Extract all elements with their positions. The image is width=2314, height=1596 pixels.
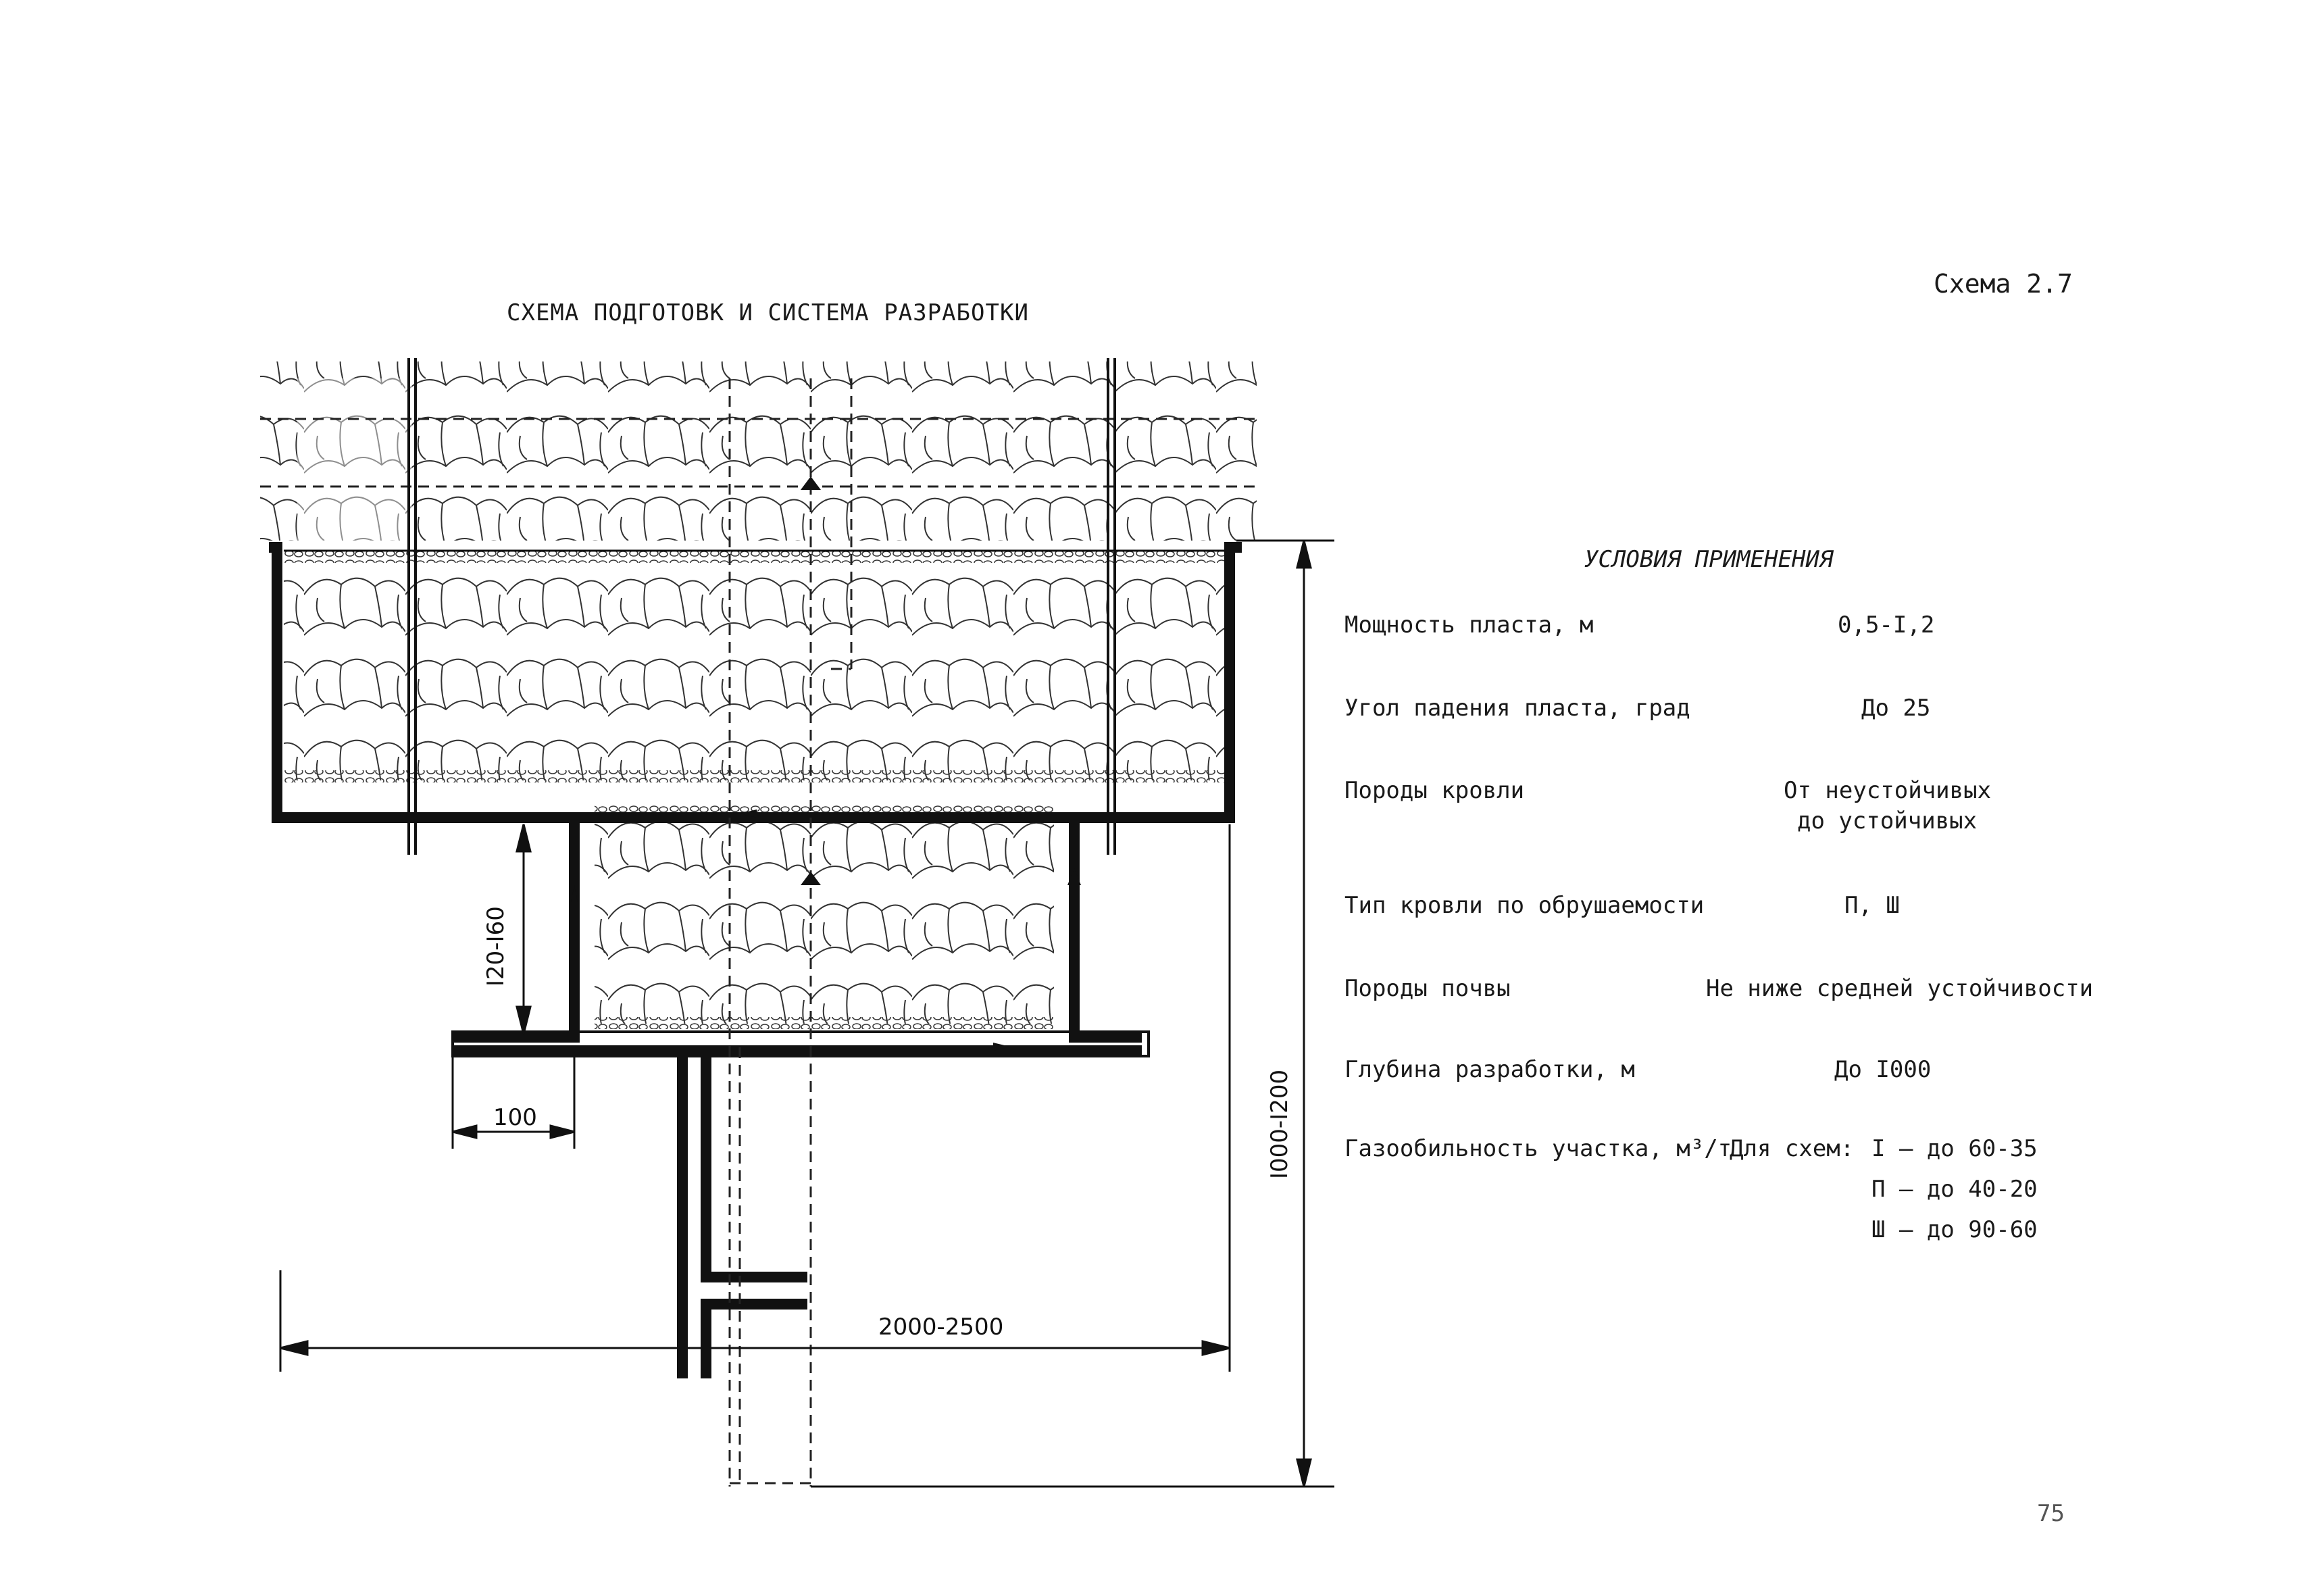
condition-gas-scheme-3: Ш – до 90-60 (1871, 1216, 2038, 1243)
conditions-title: УСЛОВИЯ ПРИМЕНЕНИЯ (1584, 546, 1834, 573)
condition-gas-scheme-1: I – до 60-35 (1871, 1135, 2038, 1162)
dimension-lines (279, 539, 1334, 1488)
condition-label-dip-angle: Угол падения пласта, град (1344, 695, 1690, 722)
condition-value-gas: Для схем: (1730, 1135, 1855, 1162)
condition-label-thickness: Мощность пласта, м (1344, 612, 1594, 639)
lower-panel-goaf (595, 814, 1054, 1024)
condition-label-floor-rocks: Породы почвы (1344, 975, 1511, 1002)
scheme-number: Схема 2.7 (1934, 269, 2073, 299)
dimension-d2: 100 (493, 1104, 537, 1131)
ventilation-arrows (571, 476, 1081, 1051)
condition-gas-scheme-2: П – до 40-20 (1871, 1176, 2038, 1203)
condition-value-dip-angle: До 25 (1861, 695, 1931, 722)
dimension-d4: I000-I200 (1266, 1070, 1293, 1179)
diagram-title: СХЕМА ПОДГОТОВК И СИСТЕМА РАЗРАБОТКИ (507, 299, 1029, 326)
condition-value-roof-rocks-2: до устойчивых (1797, 807, 1978, 834)
upper-rock-zone (260, 361, 1257, 541)
condition-value-roof-type: П, Ш (1844, 892, 1900, 919)
dashed-lines (260, 378, 1257, 1487)
condition-label-roof-rocks: Породы кровли (1344, 777, 1525, 804)
condition-label-depth: Глубина разработки, м (1344, 1056, 1635, 1083)
condition-label-gas: Газообильность участка, м³/т (1344, 1135, 1732, 1162)
condition-value-thickness: 0,5-I,2 (1838, 612, 1935, 639)
main-panel-goaf (284, 561, 1230, 780)
condition-value-floor-rocks: Не ниже средней устойчивости (1706, 975, 2094, 1002)
condition-value-roof-rocks: От неустойчивых (1784, 777, 1992, 804)
condition-value-depth: До I000 (1834, 1056, 1932, 1083)
condition-label-roof-type: Тип кровли по обрушаемости (1344, 892, 1705, 919)
dimension-d3: 2000-2500 (878, 1314, 1003, 1341)
dimension-d1: I20-I60 (482, 906, 509, 987)
page-number: 75 (2037, 1500, 2065, 1527)
